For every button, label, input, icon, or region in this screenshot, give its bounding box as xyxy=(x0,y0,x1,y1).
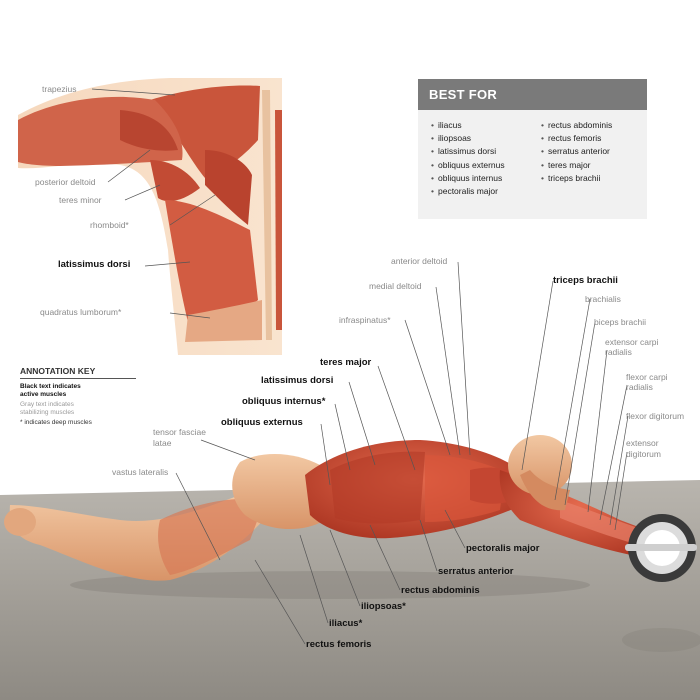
best-for-item-label: iliopsoas xyxy=(437,133,472,144)
best-for-item: •obliquus internus xyxy=(431,172,505,185)
label-posterior-deltoid: posterior deltoid xyxy=(35,177,96,187)
label-teres-minor: teres minor xyxy=(59,195,102,205)
label-anterior-deltoid: anterior deltoid xyxy=(391,256,448,266)
label-flexor-digitorum: flexor digitorum xyxy=(626,411,685,421)
label-extensor-digitorum-1: extensor xyxy=(626,438,659,448)
best-for-item-label: serratus anterior xyxy=(547,146,610,157)
best-for-item: •latissimus dorsi xyxy=(431,145,505,158)
label-iliacus: iliacus* xyxy=(329,618,363,629)
best-for-item-label: triceps brachii xyxy=(547,172,601,183)
bullet-icon: • xyxy=(431,186,434,197)
best-for-item-label: latissimus dorsi xyxy=(437,146,497,157)
label-infraspinatus: infraspinatus* xyxy=(339,315,391,325)
annotation-key-gray-2: stabilizing muscles xyxy=(20,409,75,416)
bullet-icon: • xyxy=(431,133,434,144)
label-iliopsoas: iliopsoas* xyxy=(361,601,406,612)
annotation-key-gray-1: Gray text indicates xyxy=(20,401,74,408)
label-flexor-carpi-2: radialis xyxy=(626,382,653,392)
label-latissimus-dorsi: latissimus dorsi xyxy=(261,375,334,386)
label-quadratus-lumborum: quadratus lumborum* xyxy=(40,307,122,317)
best-for-item: •iliopsoas xyxy=(431,132,505,145)
bullet-icon: • xyxy=(541,159,544,170)
best-for-item: •iliacus xyxy=(431,119,505,132)
ab-wheel xyxy=(622,514,700,652)
label-serratus-anterior: serratus anterior xyxy=(438,566,514,577)
bullet-icon: • xyxy=(541,120,544,130)
head xyxy=(508,435,572,511)
best-for-item: •obliquus externus xyxy=(431,159,505,172)
label-flexor-carpi-1: flexor carpi xyxy=(626,372,668,382)
label-rectus-femoris: rectus femoris xyxy=(306,639,372,650)
best-for-item: •teres major xyxy=(541,159,612,172)
annotation-key-black-1: Black text indicates xyxy=(20,383,81,390)
label-rectus-abdominis: rectus abdominis xyxy=(401,585,480,596)
label-extensor-carpi-2: radialis xyxy=(605,347,632,357)
label-latissimus-dorsi-inset: latissimus dorsi xyxy=(58,259,131,270)
back-inset xyxy=(18,78,282,355)
label-obliquus-internus: obliquus internus* xyxy=(242,396,326,407)
best-for-item-label: rectus abdominis xyxy=(547,120,613,130)
best-for-item-label: rectus femoris xyxy=(547,133,602,144)
label-trapezius: trapezius xyxy=(42,84,77,94)
label-brachialis: brachialis xyxy=(585,294,621,304)
bullet-icon: • xyxy=(431,172,434,183)
best-for-item: •pectoralis major xyxy=(431,185,505,198)
annotation-key: ANNOTATION KEY Black text indicates acti… xyxy=(20,366,140,456)
label-triceps-brachii: triceps brachii xyxy=(553,275,618,286)
label-biceps-brachii: biceps brachii xyxy=(594,317,646,327)
best-for-item-label: obliquus internus xyxy=(437,172,503,183)
annotation-key-black-2: active muscles xyxy=(20,391,67,398)
label-vastus-lateralis: vastus lateralis xyxy=(112,467,169,477)
label-tensor-fasciae-2: latae xyxy=(153,438,172,448)
best-for-title: BEST FOR xyxy=(418,79,647,110)
label-obliquus-externus: obliquus externus xyxy=(221,417,303,428)
bullet-icon: • xyxy=(541,133,544,144)
floor-shadow xyxy=(70,571,590,599)
label-medial-deltoid: medial deltoid xyxy=(369,281,422,291)
annotation-key-title: ANNOTATION KEY xyxy=(20,366,136,379)
annotation-key-deep: * indicates deep muscles xyxy=(20,419,92,426)
best-for-item-label: teres major xyxy=(547,159,591,170)
best-for-item: •rectus abdominis xyxy=(541,119,612,132)
label-rhomboid: rhomboid* xyxy=(90,220,129,230)
label-extensor-carpi-1: extensor carpi xyxy=(605,337,659,347)
bullet-icon: • xyxy=(431,146,434,157)
best-for-list-2: •rectus abdominis•rectus femoris•serratu… xyxy=(541,119,612,185)
label-tensor-fasciae-1: tensor fasciae xyxy=(153,427,206,437)
best-for-item: •triceps brachii xyxy=(541,172,612,185)
label-pectoralis-major: pectoralis major xyxy=(466,543,540,554)
best-for-item: •serratus anterior xyxy=(541,145,612,158)
best-for-item-label: obliquus externus xyxy=(437,159,505,170)
best-for-item: •rectus femoris xyxy=(541,132,612,145)
bullet-icon: • xyxy=(541,172,544,183)
bullet-icon: • xyxy=(431,159,434,170)
bullet-icon: • xyxy=(541,146,544,157)
label-teres-major: teres major xyxy=(320,357,372,368)
best-for-panel: BEST FOR •iliacus•iliopsoas•latissimus d… xyxy=(418,79,647,219)
best-for-item-label: iliacus xyxy=(437,120,462,130)
best-for-item-label: pectoralis major xyxy=(437,186,498,197)
bullet-icon: • xyxy=(431,120,434,130)
label-extensor-digitorum-2: digitorum xyxy=(626,449,661,459)
legs xyxy=(4,495,280,581)
best-for-list-1: •iliacus•iliopsoas•latissimus dorsi•obli… xyxy=(431,119,505,198)
leader-lines xyxy=(91,88,629,645)
hips xyxy=(232,454,332,530)
